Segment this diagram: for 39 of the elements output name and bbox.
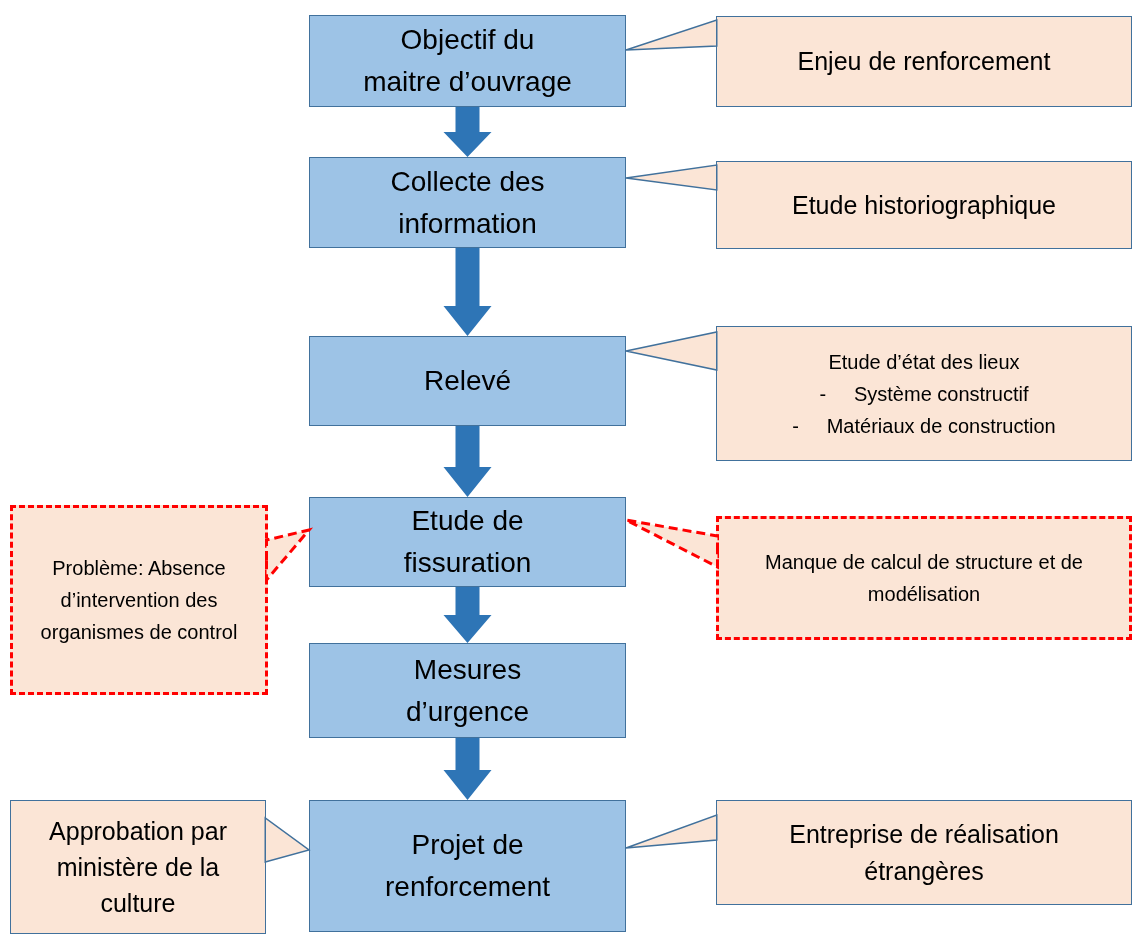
box-label: Relevé	[423, 364, 512, 398]
box-label: Etude d’état des lieux	[828, 349, 1020, 375]
block-arrow	[443, 587, 492, 643]
block-arrow	[443, 248, 492, 336]
process-box	[309, 497, 626, 587]
box-label: Etude historiographique	[791, 189, 1057, 221]
box-label: Enjeu de renforcement	[797, 46, 1051, 78]
process-box	[309, 800, 626, 932]
process-box	[309, 643, 626, 738]
callout-pointer	[625, 813, 718, 849]
process-box	[309, 336, 626, 426]
block-arrow	[443, 107, 492, 157]
box-label: Problème: Absence d’intervention des organismes de control	[39, 556, 239, 645]
block-arrow	[443, 426, 492, 497]
callout-box	[10, 505, 268, 695]
process-box	[309, 157, 626, 248]
box-label: Projet de renforcement	[384, 828, 551, 904]
callout-box	[10, 800, 266, 934]
callout-pointer	[625, 331, 718, 371]
callout-pointer	[624, 518, 719, 570]
callout-pointer	[264, 816, 311, 863]
block-arrow	[443, 738, 492, 800]
callout-box	[716, 516, 1132, 640]
box-label: Entreprise de réalisation étrangères	[788, 819, 1060, 887]
box-label: Approbation par ministère de la culture	[48, 815, 228, 920]
box-label: Objectif du maitre d’ouvrage	[362, 23, 573, 99]
box-label: Mesures d’urgence	[405, 652, 530, 729]
callout-box	[716, 800, 1132, 905]
process-box	[309, 15, 626, 107]
box-label: Manque de calcul de structure et de modélisation	[764, 550, 1084, 607]
callout-pointer	[625, 164, 718, 191]
box-label: Collecte des information	[389, 164, 546, 241]
box-label: Etude de fissuration	[402, 504, 533, 580]
callout-box	[716, 16, 1132, 107]
callout-box	[716, 161, 1132, 249]
list-item: - Matériaux de construction	[792, 413, 1056, 439]
callout-pointer	[625, 18, 718, 51]
callout-box	[716, 326, 1132, 461]
list-item: - Système constructif	[819, 381, 1029, 407]
